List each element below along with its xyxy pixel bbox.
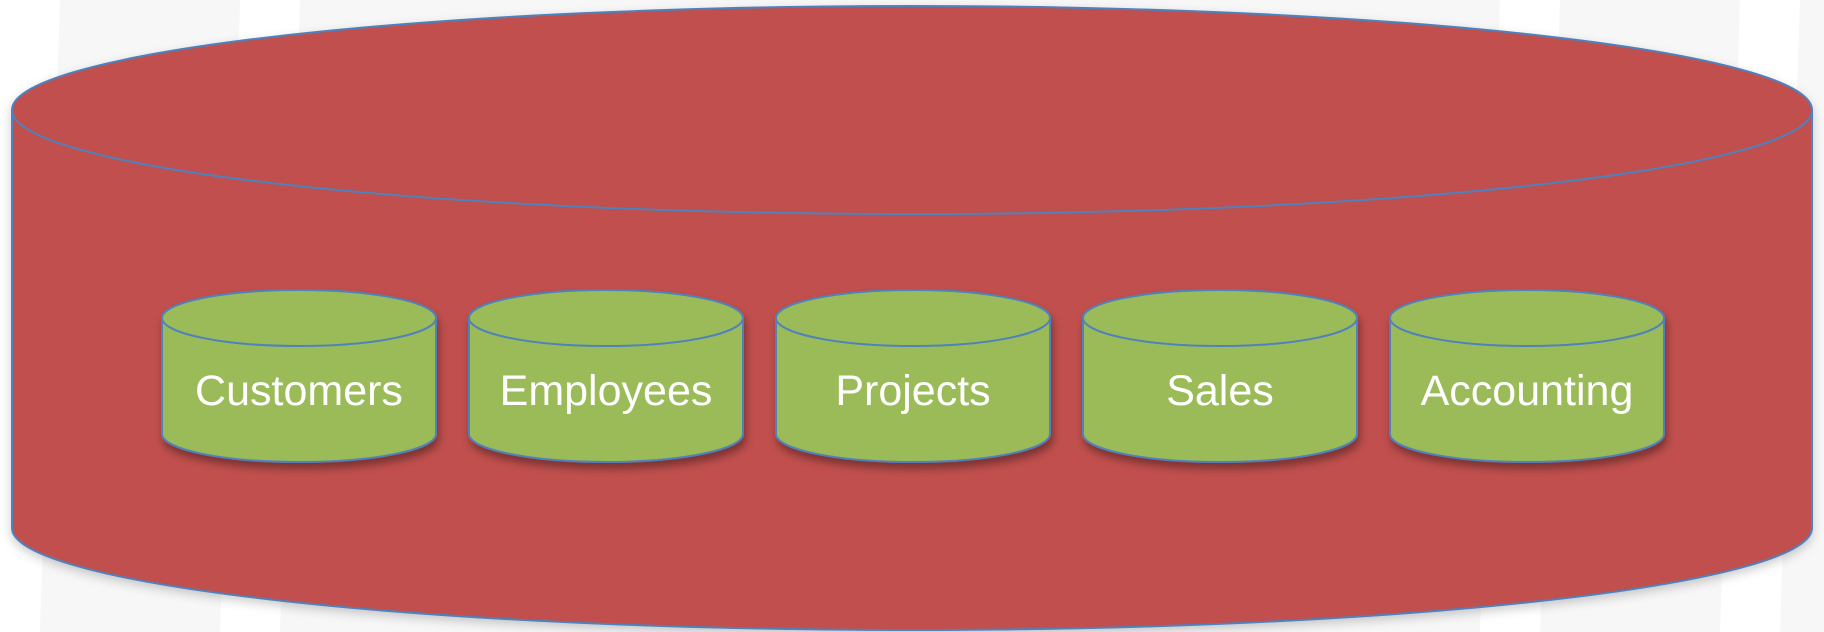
database-cylinder-top (775, 289, 1051, 347)
database-cylinder-body (468, 317, 744, 463)
database-cylinder-body (1082, 317, 1358, 463)
database-label: Customers (195, 367, 403, 415)
database-label: Accounting (1421, 367, 1634, 415)
database-label: Employees (500, 367, 713, 415)
container-cylinder-top (11, 5, 1813, 215)
database-cylinder-top (468, 289, 744, 347)
database-label: Projects (835, 367, 990, 415)
database-cylinder-accounting (1389, 289, 1665, 463)
database-cylinder-body (1389, 317, 1665, 463)
database-cylinder-body (775, 317, 1051, 463)
database-cylinder-top (1082, 289, 1358, 347)
database-cylinder-top (1389, 289, 1665, 347)
database-cylinder-body (161, 317, 437, 463)
database-cylinder-top (161, 289, 437, 347)
database-cylinder-employees (468, 289, 744, 463)
database-cylinder-customers (161, 289, 437, 463)
database-cylinder-sales (1082, 289, 1358, 463)
database-cylinder-projects (775, 289, 1051, 463)
database-label: Sales (1166, 367, 1274, 415)
database-group: Customers Employees Projects Sales Accountin… (161, 289, 1665, 463)
